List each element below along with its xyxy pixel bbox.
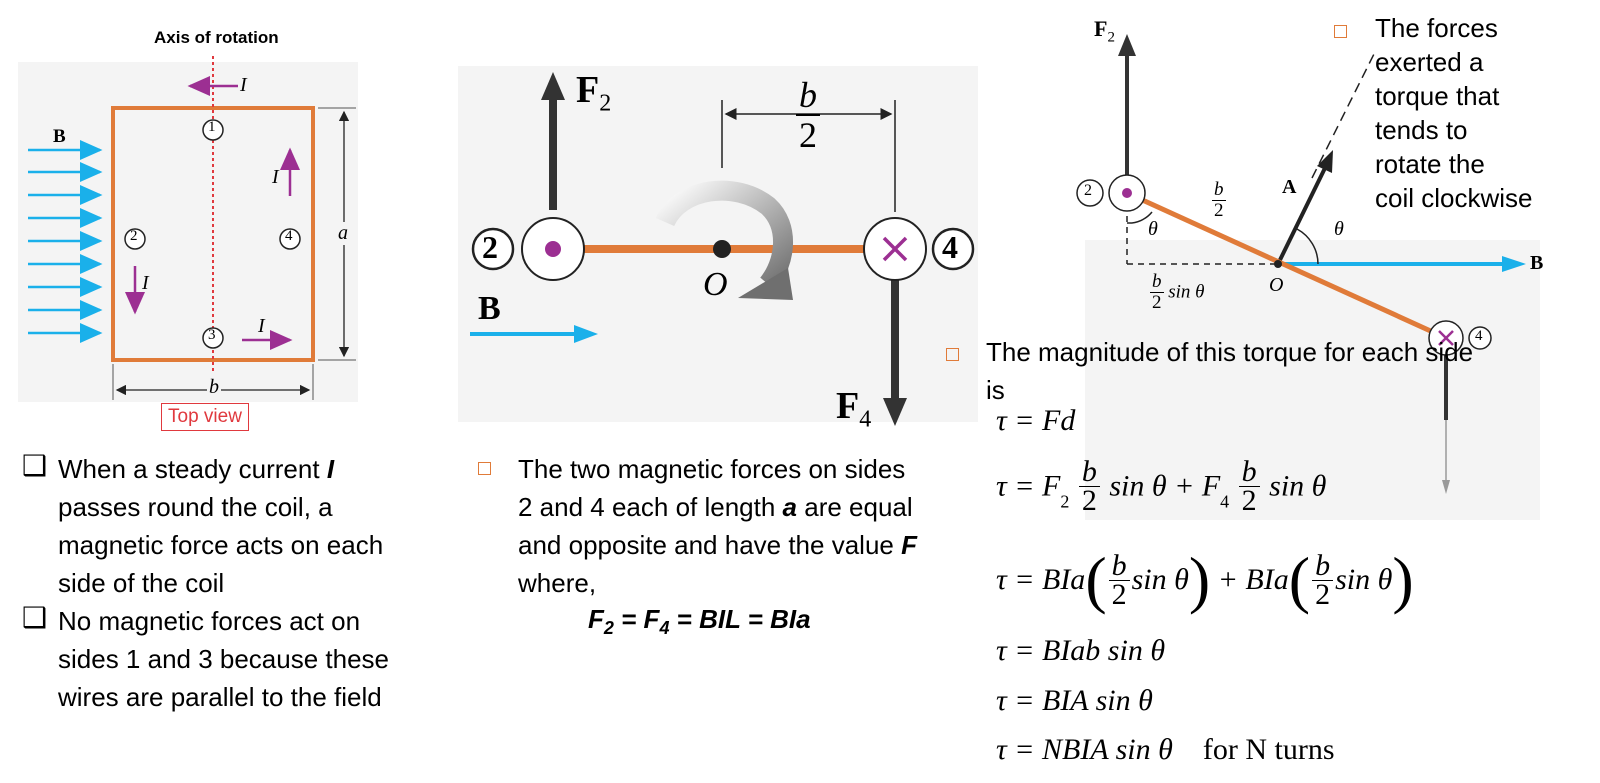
left-b-field-label: B — [53, 126, 66, 147]
right-b-half-sin-label: b 2 sin θ — [1150, 271, 1205, 313]
right-side-4-label: 4 — [1475, 328, 1483, 344]
coil-rectangle — [111, 106, 315, 362]
left-bullet-2: ❑ No magnetic forces act on sides 1 and … — [22, 601, 390, 712]
orange-square-bullet-icon — [946, 348, 959, 361]
right-top-bullet: The forces exerted a torque that tends t… — [1375, 13, 1533, 213]
side-4-number-circle — [931, 227, 975, 271]
middle-bullet: The two magnetic forces on sides 2 and 4… — [478, 450, 918, 602]
magnetic-field-arrows — [28, 140, 103, 343]
left-diagram-background — [18, 62, 358, 402]
left-bullet-list: ❑ When a steady current I passes round t… — [22, 449, 402, 716]
current-label-right: I — [272, 166, 279, 188]
middle-origin-label: O — [703, 266, 728, 303]
axis-of-rotation-label: Axis of rotation — [154, 28, 279, 47]
current-label-left: I — [142, 272, 149, 294]
side-4-circle — [279, 228, 301, 250]
top-view-label: Top view — [161, 403, 249, 431]
orange-square-bullet-icon — [1334, 25, 1347, 38]
right-a-label: A — [1282, 176, 1297, 198]
right-theta-left: θ — [1148, 218, 1158, 240]
side-2-circle — [124, 228, 146, 250]
side-3-label: 3 — [208, 327, 216, 343]
side-b-label: b — [207, 376, 221, 399]
pivot-point — [713, 240, 731, 258]
side-1-circle — [202, 119, 224, 141]
right-side-2-circle — [1076, 179, 1104, 207]
side-4-label: 4 — [285, 228, 293, 244]
right-side-4-circle — [1468, 326, 1492, 350]
right-coil-rod — [1125, 190, 1448, 341]
side-2-label: 2 — [130, 228, 138, 244]
current-label-top: I — [240, 74, 247, 96]
middle-b-half-label: b 2 — [796, 76, 820, 154]
right-bullet: The magnitude of this torque for each si… — [986, 337, 1474, 405]
side-3-circle — [202, 327, 224, 349]
checkbox-bullet-icon: ❑ — [22, 449, 48, 482]
side-1-label: 1 — [208, 119, 216, 135]
side-a-label: a — [338, 222, 348, 245]
right-b-label: B — [1530, 252, 1544, 274]
orange-square-bullet-icon — [478, 462, 491, 475]
middle-side-2-label: 2 — [482, 229, 498, 265]
middle-f2-label: F2 — [576, 69, 612, 117]
left-bullet-1: ❑ When a steady current I passes round t… — [22, 449, 384, 598]
equation-1: τ = Fd — [996, 404, 1076, 437]
right-side-2-label: 2 — [1084, 182, 1092, 199]
middle-b-field-label: B — [478, 290, 501, 327]
equation-4: τ = BIab sin θ — [996, 634, 1166, 667]
right-theta-right: θ — [1334, 218, 1344, 240]
right-diagram-background — [1085, 240, 1540, 520]
equation-5: τ = BIA sin θ — [996, 684, 1153, 717]
side-2-number-circle — [471, 227, 515, 271]
force-formula: F2 = F4 = BIL = BIa — [588, 604, 811, 639]
checkbox-bullet-icon: ❑ — [22, 601, 48, 634]
right-f2-label: F2 — [1094, 16, 1115, 46]
middle-side-4-label: 4 — [942, 229, 958, 265]
rotation-curl-arrow — [655, 180, 793, 291]
middle-f4-label: F4 — [836, 385, 872, 433]
current-label-bottom: I — [258, 315, 265, 337]
right-origin-label: O — [1269, 274, 1284, 296]
right-b-half-label: b 2 — [1212, 179, 1226, 221]
area-vector-arrow — [1276, 165, 1328, 265]
